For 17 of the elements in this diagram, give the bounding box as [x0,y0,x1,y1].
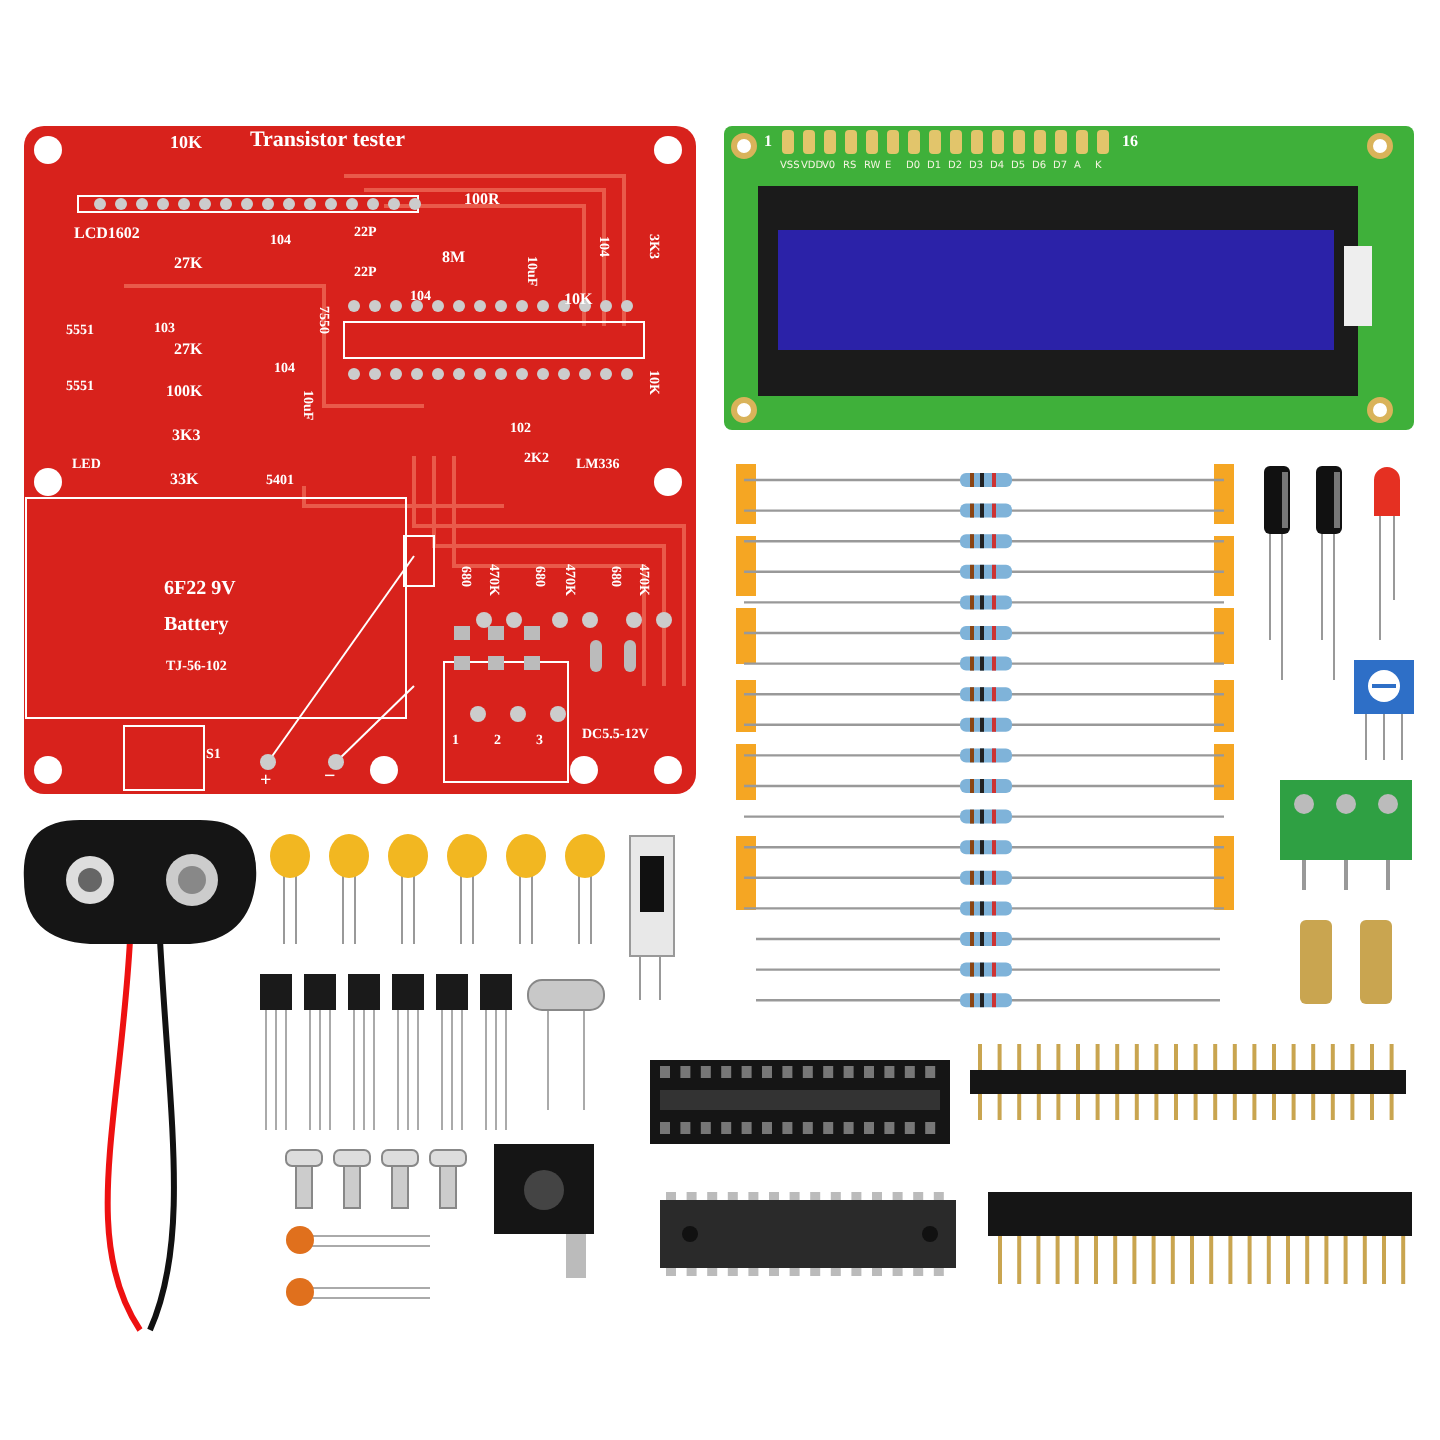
silkscreen-label: 6F22 9V [164,580,236,600]
silkscreen-label: 3K3 [172,428,201,444]
silkscreen-label: Transistor tester [250,130,405,152]
silkscreen-label: 27K [174,342,203,358]
silkscreen-label: LCD1602 [74,226,140,242]
silkscreen-label: 100R [464,192,500,208]
silkscreen-label: + [260,772,272,792]
silkscreen-label: 10K [564,292,593,308]
silkscreen-label: 10K [170,134,203,152]
silkscreen-label: 33K [170,472,199,488]
silkscreen-label: Battery [164,616,229,636]
silkscreen-label: − [324,768,336,788]
silkscreen-label: 8M [442,250,466,266]
silkscreen-label: 100K [166,384,203,400]
silkscreen-label: 1 [764,134,772,150]
silkscreen-label: 27K [174,256,203,272]
silkscreen-label: 16 [1122,134,1138,150]
